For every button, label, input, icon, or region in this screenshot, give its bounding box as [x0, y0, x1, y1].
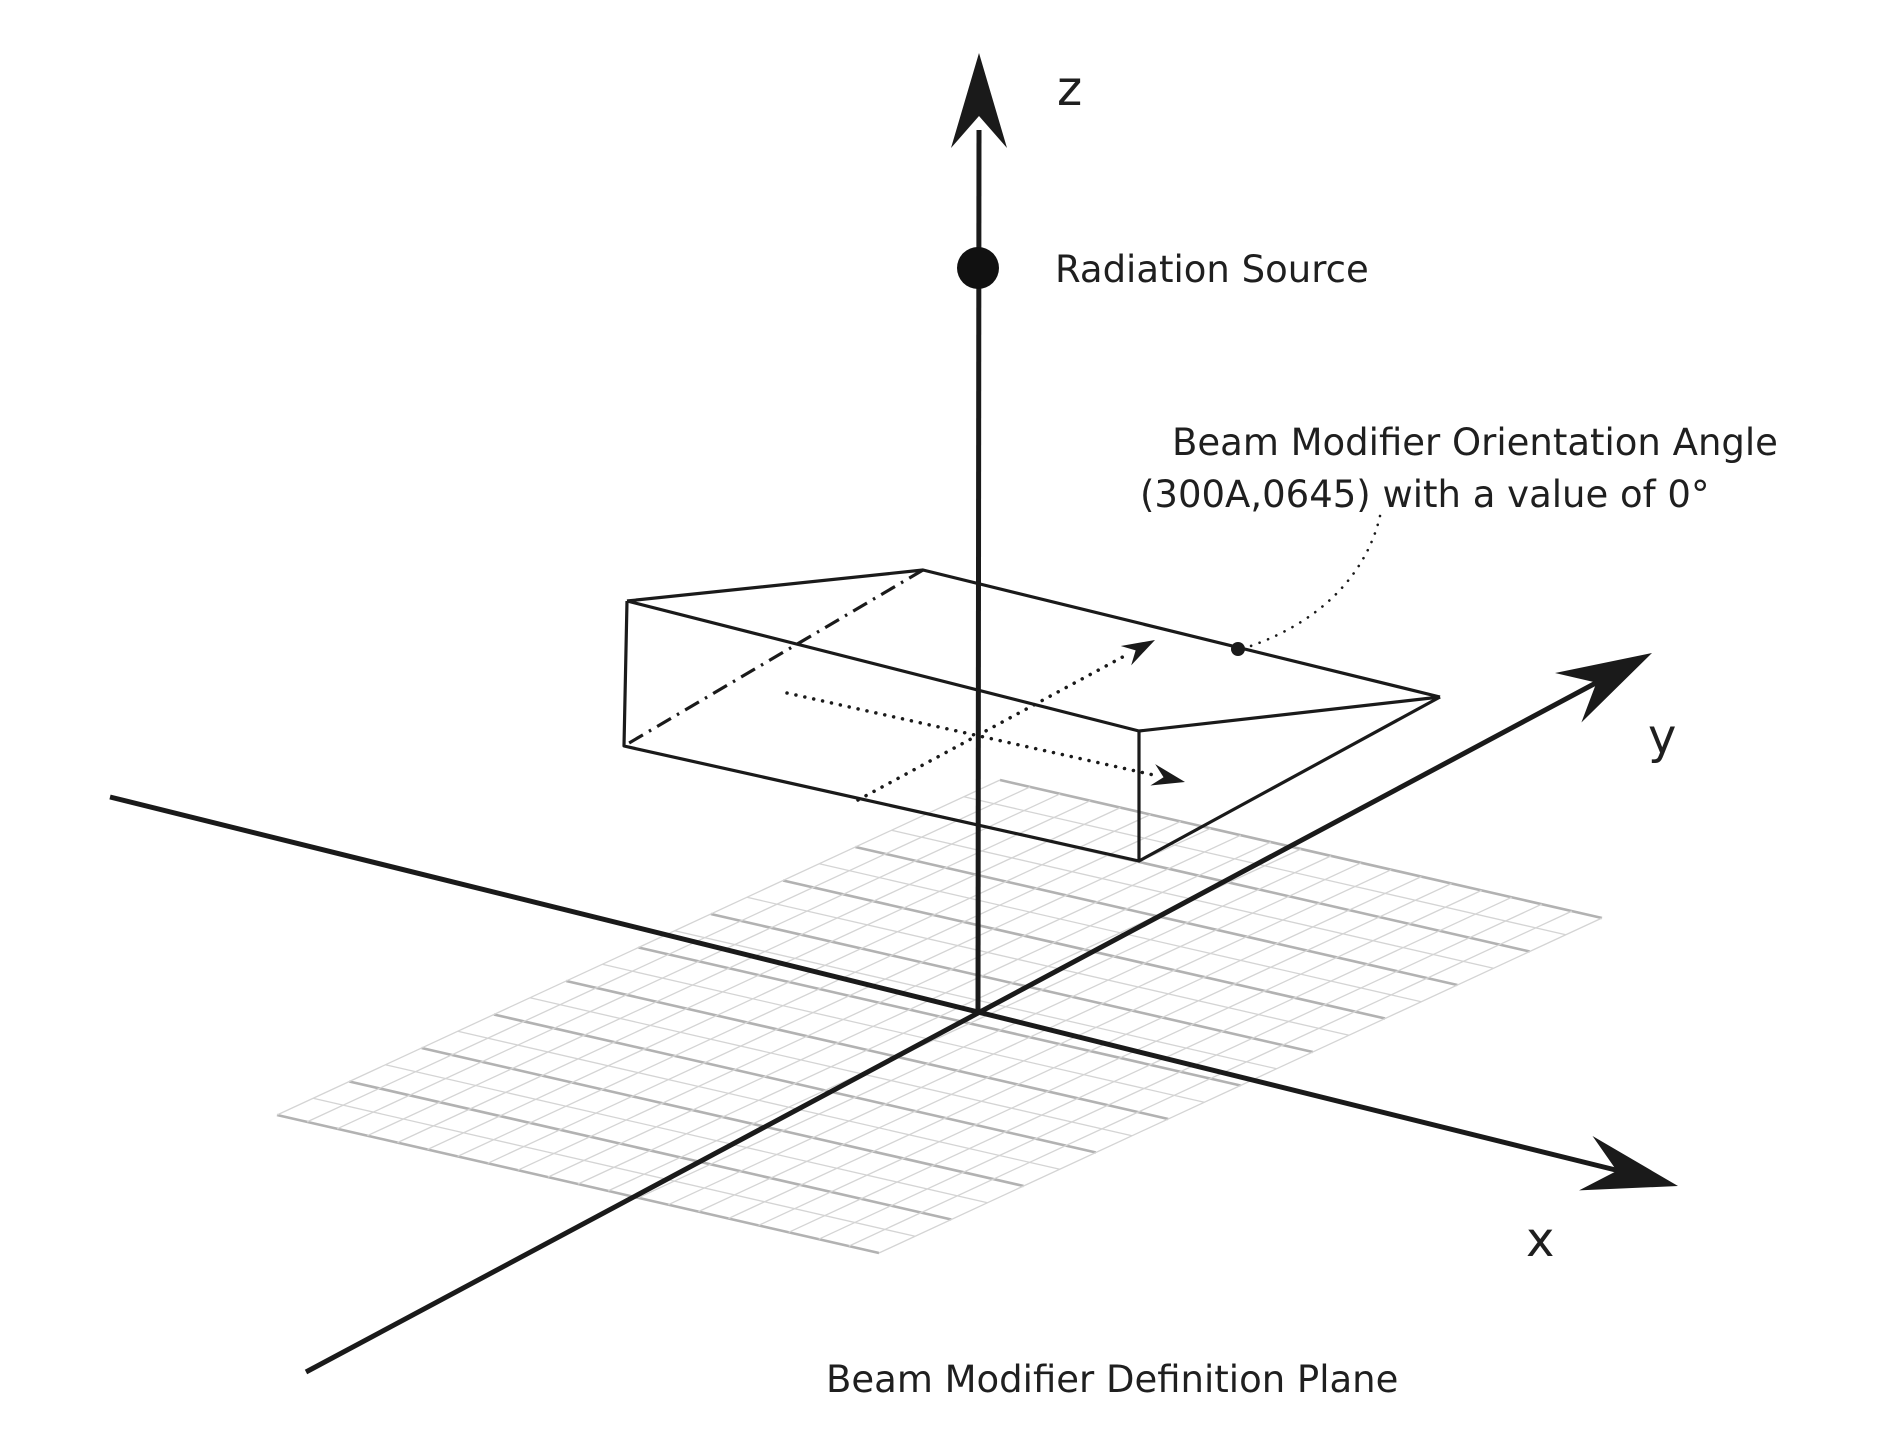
grid-line: [818, 903, 1543, 1240]
grid-line: [336, 793, 1061, 1130]
beam-modifier-wedge: [622, 568, 1441, 863]
radiation-source-dot: [957, 247, 999, 289]
grid-line: [637, 862, 1362, 1199]
orientation-angle-label: Beam Modifier Orientation Angle (300A,06…: [1140, 421, 1778, 516]
modifier-local-axes: [785, 640, 1185, 802]
radiation-source-label: Radiation Source: [1055, 248, 1369, 291]
x-axis-label: x: [1526, 1212, 1554, 1268]
leader-curve: [1243, 514, 1382, 650]
grid-line: [698, 876, 1422, 1213]
grid-line: [878, 917, 1603, 1254]
wedge-slope-edge: [1138, 695, 1441, 863]
grid-line: [848, 910, 1573, 1247]
definition-plane-grid: [276, 778, 1603, 1255]
modifier-x-arrow-line: [785, 691, 1160, 778]
grid-line: [457, 820, 1181, 1157]
y-axis-line: [304, 666, 1624, 1375]
grid-line: [487, 827, 1211, 1164]
grid-line: [728, 882, 1452, 1220]
y-axis-label: y: [1648, 709, 1676, 765]
orientation-angle-leader: [1231, 514, 1382, 656]
grid-line: [276, 779, 1001, 1116]
modifier-y-arrow-line: [856, 651, 1132, 802]
grid-line: [427, 813, 1151, 1151]
definition-plane-label: Beam Modifier Definition Plane: [826, 1358, 1398, 1401]
grid-line: [547, 841, 1272, 1178]
x-axis-arrowhead-icon: [1579, 1135, 1678, 1191]
x-axis: [109, 794, 1678, 1191]
grid-line: [367, 800, 1091, 1137]
grid-line: [607, 855, 1332, 1192]
y-axis-arrowhead-icon: [1555, 653, 1652, 723]
wedge-hidden-edge: [623, 568, 924, 748]
orientation-angle-label-line2: (300A,0645) with a value of 0°: [1140, 473, 1709, 516]
y-axis: [304, 653, 1652, 1375]
grid-line: [788, 896, 1512, 1233]
grid-line: [397, 807, 1121, 1144]
orientation-angle-label-line1: Beam Modifier Orientation Angle: [1172, 421, 1778, 464]
grid-line: [758, 889, 1482, 1226]
grid-line: [668, 869, 1392, 1206]
z-axis-arrowhead-icon: [951, 53, 1007, 148]
leader-endpoint-dot: [1231, 642, 1245, 656]
grid-line: [306, 786, 1031, 1123]
modifier-y-arrowhead-icon: [1120, 640, 1155, 666]
modifier-x-arrowhead-icon: [1150, 764, 1185, 786]
x-axis-line: [109, 794, 1649, 1181]
grid-line: [517, 834, 1242, 1171]
wedge-left-front-edges: [622, 600, 1141, 863]
z-axis-label: z: [1057, 61, 1082, 117]
